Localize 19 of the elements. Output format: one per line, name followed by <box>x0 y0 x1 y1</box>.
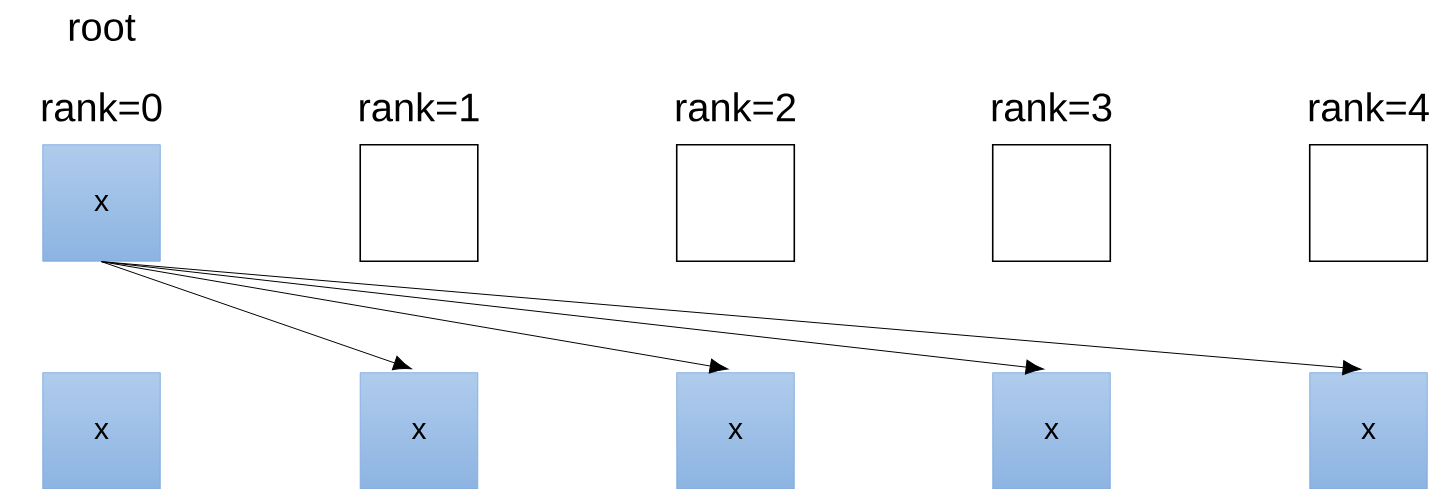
arrow <box>101 261 1045 375</box>
empty-box <box>1308 143 1429 263</box>
empty-box <box>991 143 1112 263</box>
column-label: rank=1 <box>360 92 479 122</box>
column-label: root <box>69 14 136 42</box>
value-box: x <box>42 144 161 262</box>
value-box: x <box>359 372 479 489</box>
arrow <box>101 261 412 371</box>
value-box: x <box>1309 372 1428 489</box>
value-box: x <box>992 372 1111 489</box>
value-box: x <box>42 372 161 489</box>
column-label: rank=0 <box>42 92 162 122</box>
column-label: rank=2 <box>676 92 795 122</box>
empty-box <box>359 143 479 263</box>
column-label: rank=3 <box>992 92 1112 122</box>
empty-box <box>675 143 796 263</box>
value-box: x <box>676 372 795 489</box>
arrow <box>101 261 1362 376</box>
column-label: rank=4 <box>1309 92 1429 122</box>
